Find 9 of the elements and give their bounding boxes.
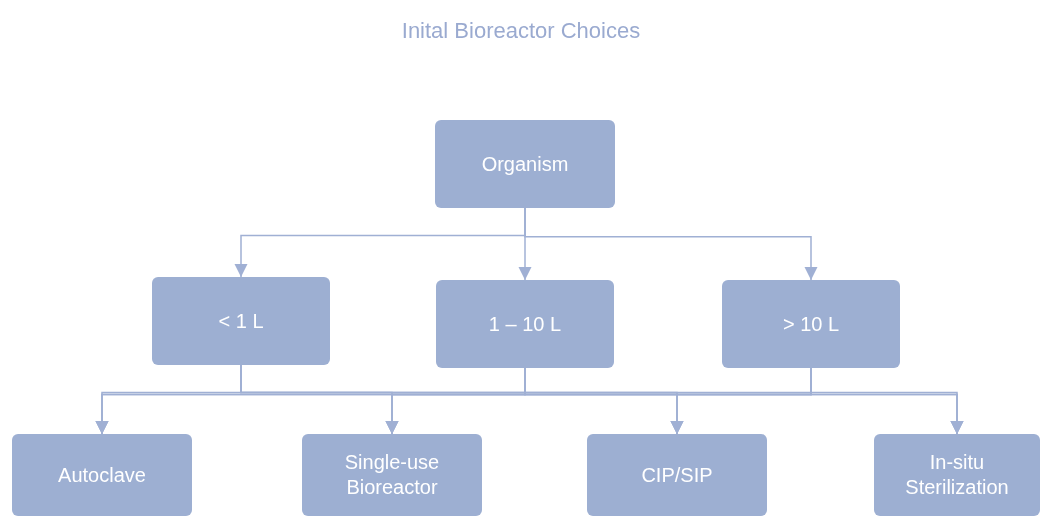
process-box: CIP/SIP xyxy=(587,434,767,516)
diagram-title: Inital Bioreactor Choices xyxy=(400,17,642,45)
process-box: In-situ Sterilization xyxy=(874,434,1040,516)
process-box: Autoclave xyxy=(12,434,192,516)
process-box: 1 – 10 L xyxy=(436,280,614,368)
process-box: < 1 L xyxy=(152,277,330,365)
process-box: Organism xyxy=(435,120,615,208)
process-box: Single-use Bioreactor xyxy=(302,434,482,516)
process-box: > 10 L xyxy=(722,280,900,368)
